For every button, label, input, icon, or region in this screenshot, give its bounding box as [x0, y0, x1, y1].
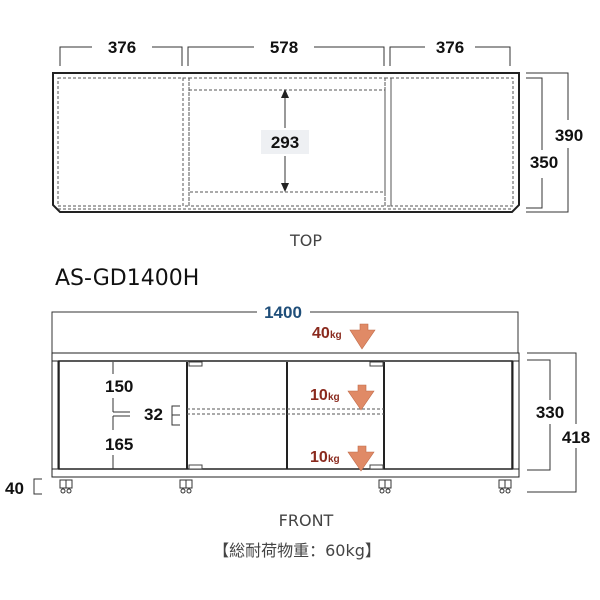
load-bottom-shelf: 10 kg [310, 445, 375, 472]
caster-height-dimension: 40 [5, 478, 42, 498]
dim-shelf-upper: 150 [105, 377, 133, 396]
top-board [51, 352, 520, 362]
dim-inner-height: 330 [536, 403, 564, 422]
load-middle-unit: kg [328, 392, 340, 403]
top-panel-left [57, 77, 184, 207]
model-name: AS-GD1400H [55, 266, 199, 291]
shelf-dimensions: 150 165 32 [105, 362, 180, 469]
front-view: AS-GD1400H 1400 [5, 266, 590, 560]
load-bottom-value: 10 [310, 449, 328, 466]
divider-right [384, 77, 392, 207]
load-top-unit: kg [330, 330, 342, 341]
top-view-label: TOP [289, 231, 322, 250]
width-dimension-center: 578 [187, 38, 385, 66]
left-post [51, 360, 59, 474]
load-middle-value: 10 [310, 387, 328, 404]
front-view-label: FRONT [279, 511, 334, 530]
load-top-value: 40 [312, 325, 330, 342]
hinge [369, 361, 384, 367]
dim-width-center: 578 [270, 38, 298, 57]
dim-width-right: 376 [436, 38, 464, 57]
total-load-capacity: 【総耐荷物重：60kg】 [213, 541, 381, 560]
load-arrow-icon [349, 323, 376, 350]
inner-frame [58, 360, 513, 470]
hinge [188, 361, 203, 367]
width-dimension-left: 376 [59, 38, 183, 66]
top-view: 376 578 376 293 [52, 38, 583, 250]
width-dimension-right: 376 [389, 38, 511, 66]
load-arrow-icon [347, 445, 375, 472]
hinge [188, 464, 203, 470]
total-width-dimension: 1400 [51, 303, 519, 353]
dim-total-width: 1400 [264, 303, 302, 322]
load-top: 40 kg [312, 323, 376, 350]
hinge [369, 464, 384, 470]
right-post [512, 360, 520, 474]
dim-shelf-thickness: 32 [144, 405, 163, 424]
dim-total-height: 418 [562, 428, 590, 447]
load-bottom-unit: kg [328, 454, 340, 465]
dim-depth-inner: 350 [530, 153, 558, 172]
load-middle-shelf: 10 kg [310, 384, 375, 411]
top-panel-right [390, 77, 514, 207]
depth-dimensions: 350 390 [526, 72, 583, 213]
height-dimensions: 330 418 [527, 352, 590, 493]
divider-left [182, 77, 190, 207]
bottom-board [51, 468, 520, 478]
top-outline [52, 72, 520, 213]
dim-shelf-lower: 165 [105, 435, 133, 454]
inner-depth-dimension: 293 [261, 89, 309, 192]
casters [59, 479, 512, 494]
dim-depth-outer: 390 [555, 126, 583, 145]
load-arrow-icon [347, 384, 375, 411]
dim-width-left: 376 [108, 38, 136, 57]
dim-caster-height: 40 [5, 479, 24, 498]
dim-inner-depth: 293 [271, 133, 299, 152]
